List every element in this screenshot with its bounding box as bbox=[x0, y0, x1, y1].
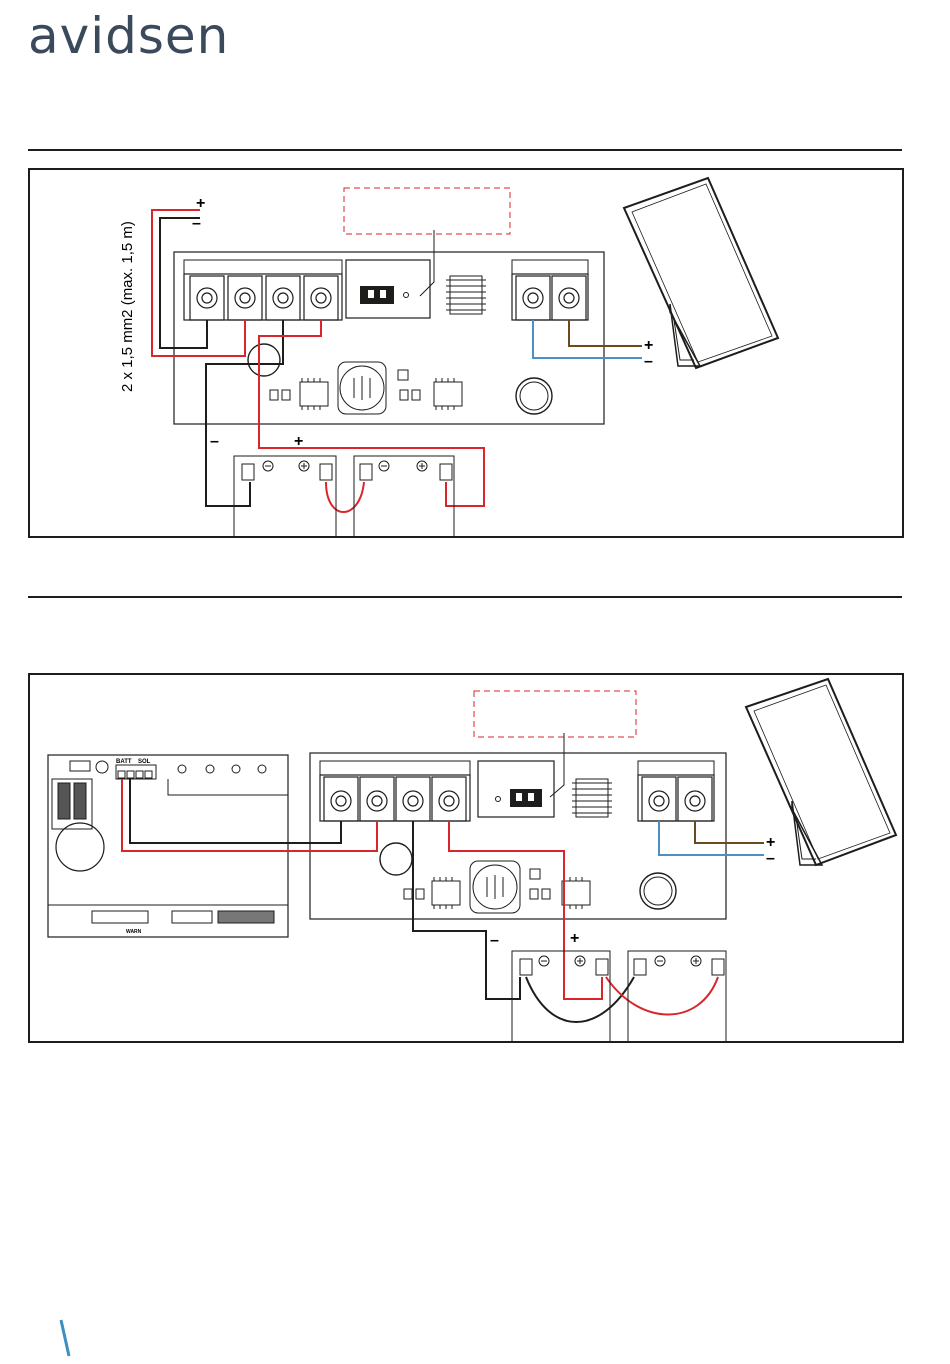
wiring-diagram-1-svg: + – 2 x 1,5 mm2 (max. 1,5 m) – + + – bbox=[30, 170, 902, 536]
board-components-2 bbox=[380, 843, 676, 913]
wire-solar-minus bbox=[533, 320, 642, 358]
section-rule-top bbox=[28, 149, 902, 151]
warn-terminal-label: WARN bbox=[126, 929, 142, 935]
jumper-block bbox=[346, 260, 430, 318]
batt-terminal-label: BATT bbox=[116, 759, 132, 765]
callout-pointer-1 bbox=[420, 230, 434, 296]
panel-plus-label: + bbox=[644, 337, 653, 354]
wiring-diagram-2: BATT SOL WARN bbox=[28, 673, 904, 1043]
callout-pointer-2 bbox=[550, 733, 564, 797]
cable-spec-label: 2 x 1,5 mm2 (max. 1,5 m) bbox=[119, 221, 136, 392]
control-board-2 bbox=[310, 753, 726, 919]
supply-minus-label: – bbox=[192, 215, 201, 232]
wire-unit-plus bbox=[122, 779, 377, 851]
batteries bbox=[234, 456, 454, 536]
callout-box-1 bbox=[344, 188, 510, 234]
wire-solar-minus-2 bbox=[659, 821, 764, 855]
batteries-2 bbox=[512, 951, 726, 1041]
wiring-diagram-2-svg: BATT SOL WARN bbox=[30, 675, 902, 1041]
battery-minus-label-2: – bbox=[490, 932, 499, 949]
panel-minus-label-2: – bbox=[766, 850, 775, 867]
wiring-diagram-1: + – 2 x 1,5 mm2 (max. 1,5 m) – + + – bbox=[28, 168, 904, 538]
battery-plus-label-2: + bbox=[570, 930, 579, 947]
page-slash-mark bbox=[58, 1318, 72, 1358]
battery-minus-label: – bbox=[210, 433, 219, 450]
terminal-block-main bbox=[184, 260, 342, 320]
wire-battery-link bbox=[326, 482, 364, 512]
supply-plus-label: + bbox=[196, 195, 205, 212]
wire-battery-minus-2 bbox=[413, 821, 520, 999]
sol-terminal-label: SOL bbox=[138, 759, 151, 765]
battery-plus-label: + bbox=[294, 433, 303, 450]
callout-box-2 bbox=[474, 691, 636, 737]
wire-solar-plus bbox=[569, 320, 642, 346]
wire-battery-link-plus bbox=[606, 977, 718, 1015]
panel-minus-label: – bbox=[644, 353, 653, 370]
board-components bbox=[248, 344, 552, 414]
ic-chip bbox=[446, 276, 486, 314]
wire-solar-plus-2 bbox=[695, 821, 764, 843]
control-board bbox=[174, 252, 604, 424]
section-rule-middle bbox=[28, 596, 902, 598]
terminal-block-solar bbox=[512, 260, 588, 320]
panel-plus-label-2: + bbox=[766, 834, 775, 851]
gate-control-unit bbox=[48, 755, 288, 937]
ic-chip-2 bbox=[572, 779, 612, 817]
terminal-block-main-2 bbox=[320, 761, 470, 821]
brand-logo: avidsen bbox=[28, 6, 229, 66]
wire-unit-minus bbox=[130, 779, 341, 843]
terminal-block-solar-2 bbox=[638, 761, 714, 821]
jumper-block-2 bbox=[478, 761, 554, 817]
